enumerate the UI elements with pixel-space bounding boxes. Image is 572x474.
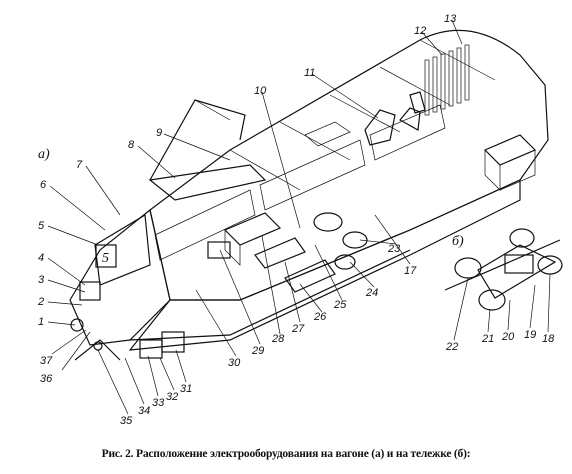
callout-8: 8 <box>128 139 135 151</box>
callout-19: 19 <box>524 329 536 341</box>
callout-24: 24 <box>365 287 378 299</box>
callout-23: 23 <box>387 243 401 255</box>
callout-2: 2 <box>37 296 44 308</box>
callout-26: 26 <box>313 311 327 323</box>
callout-28: 28 <box>271 333 285 345</box>
leader-lines <box>47 19 551 415</box>
callout-3: 3 <box>38 274 45 286</box>
callout-17: 17 <box>404 265 417 277</box>
callout-21: 21 <box>481 333 494 345</box>
bogie-drawing <box>444 228 563 311</box>
tram-car-drawing: 5 <box>69 29 549 361</box>
callout-20: 20 <box>501 331 515 343</box>
callout-31: 31 <box>180 383 192 395</box>
callout-27: 27 <box>291 323 305 335</box>
callout-7: 7 <box>76 159 83 171</box>
callout-29: 29 <box>251 345 264 357</box>
callout-36: 36 <box>40 373 53 385</box>
callout-11: 11 <box>304 67 315 79</box>
callout-35: 35 <box>120 415 133 427</box>
callout-22: 22 <box>445 341 458 353</box>
callout-33: 33 <box>152 397 165 409</box>
callout-12: 12 <box>414 25 426 37</box>
callout-1: 1 <box>38 316 44 328</box>
view-a-label: а) <box>38 147 50 162</box>
callout-32: 32 <box>166 391 178 403</box>
callout-6: 6 <box>40 179 47 191</box>
callout-numbers: 1 2 3 4 5 6 7 8 9 10 11 12 13 17 18 19 2… <box>37 13 555 427</box>
callout-5: 5 <box>38 220 45 232</box>
callout-25: 25 <box>333 299 347 311</box>
view-b-label: б) <box>452 234 464 249</box>
callout-13: 13 <box>444 13 457 25</box>
callout-9: 9 <box>156 127 162 139</box>
callout-18: 18 <box>542 333 555 345</box>
figure-caption: Рис. 2. Расположение электрооборудования… <box>101 448 471 460</box>
callout-4: 4 <box>38 252 44 264</box>
callout-30: 30 <box>228 357 241 369</box>
callout-37: 37 <box>40 355 53 367</box>
callout-34: 34 <box>138 405 150 417</box>
callout-10: 10 <box>254 85 267 97</box>
route-number: 5 <box>102 251 109 266</box>
